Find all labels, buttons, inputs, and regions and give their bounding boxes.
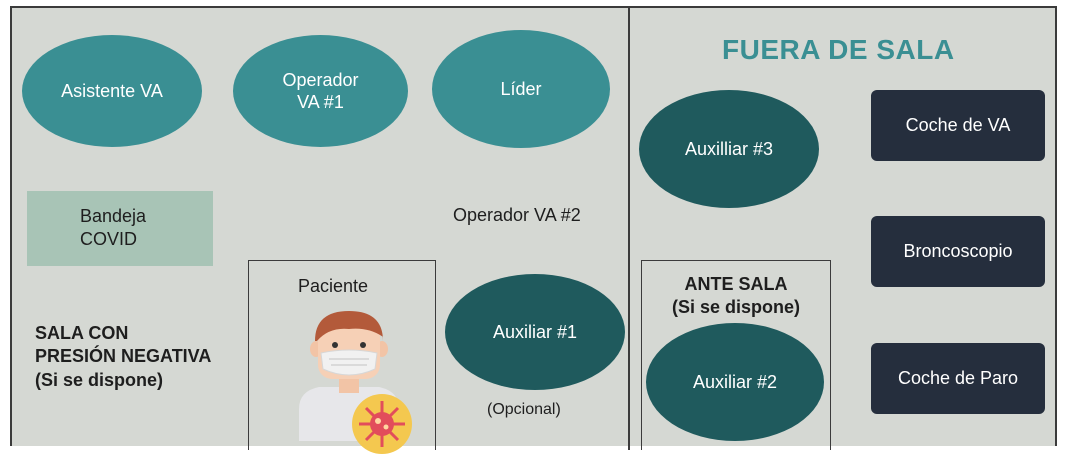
paciente-label: Paciente	[298, 276, 369, 296]
ante-sala-label: ANTE SALA (Si se dispone)	[642, 273, 830, 320]
lider-node: Líder	[432, 30, 610, 148]
coche-paro-label: Coche de Paro	[897, 368, 1019, 388]
paciente-box: Paciente	[248, 260, 436, 454]
ante-sala-line2: (Si se dispone)	[671, 297, 801, 318]
auxiliar1-node: Auxiliar #1	[445, 274, 625, 390]
auxiliar2-node: Auxiliar #2	[646, 323, 824, 441]
broncoscopio-label: Broncoscopio	[903, 241, 1013, 261]
ante-sala-line1: ANTE SALA	[684, 274, 788, 294]
bandeja-line1: Bandeja	[80, 206, 147, 226]
auxiliar2-label: Auxiliar #2	[692, 371, 778, 392]
lider-label: Líder	[500, 78, 542, 99]
sala-line1: SALA CON	[35, 323, 129, 343]
auxiliar3-label: Auxilliar #3	[684, 138, 774, 159]
auxiliar1-label: Auxiliar #1	[492, 321, 578, 342]
fuera-de-sala-title: FUERA DE SALA	[722, 34, 955, 65]
coche-paro-box: Coche de Paro	[871, 343, 1045, 414]
sala-line2: PRESIÓN NEGATIVA	[35, 346, 212, 367]
ante-sala-box: ANTE SALA (Si se dispone)	[641, 260, 831, 450]
operador-va2-label: Operador VA #2	[453, 205, 581, 225]
operador-va1-line1: Operador	[282, 69, 359, 90]
virus-icon	[352, 394, 412, 454]
room-divider	[628, 6, 630, 450]
opcional-label: (Opcional)	[487, 401, 561, 418]
asistente-va-node: Asistente VA	[22, 35, 202, 147]
bandeja-line2: COVID	[80, 229, 138, 250]
coche-va-box: Coche de VA	[871, 90, 1045, 161]
coche-va-label: Coche de VA	[905, 115, 1011, 135]
auxiliar3-node: Auxilliar #3	[639, 90, 819, 208]
broncoscopio-box: Broncoscopio	[871, 216, 1045, 287]
sala-line3: (Si se dispone)	[35, 369, 164, 390]
operador-va1-node: Operador VA #1	[233, 35, 408, 147]
bandeja-covid-box: Bandeja COVID	[27, 191, 213, 266]
asistente-va-label: Asistente VA	[61, 80, 163, 101]
operador-va1-label: Operador VA #1	[282, 69, 358, 114]
sala-presion-negativa-label: SALA CON PRESIÓN NEGATIVA (Si se dispone…	[35, 322, 211, 392]
operador-va1-line2: VA #1	[297, 92, 344, 112]
